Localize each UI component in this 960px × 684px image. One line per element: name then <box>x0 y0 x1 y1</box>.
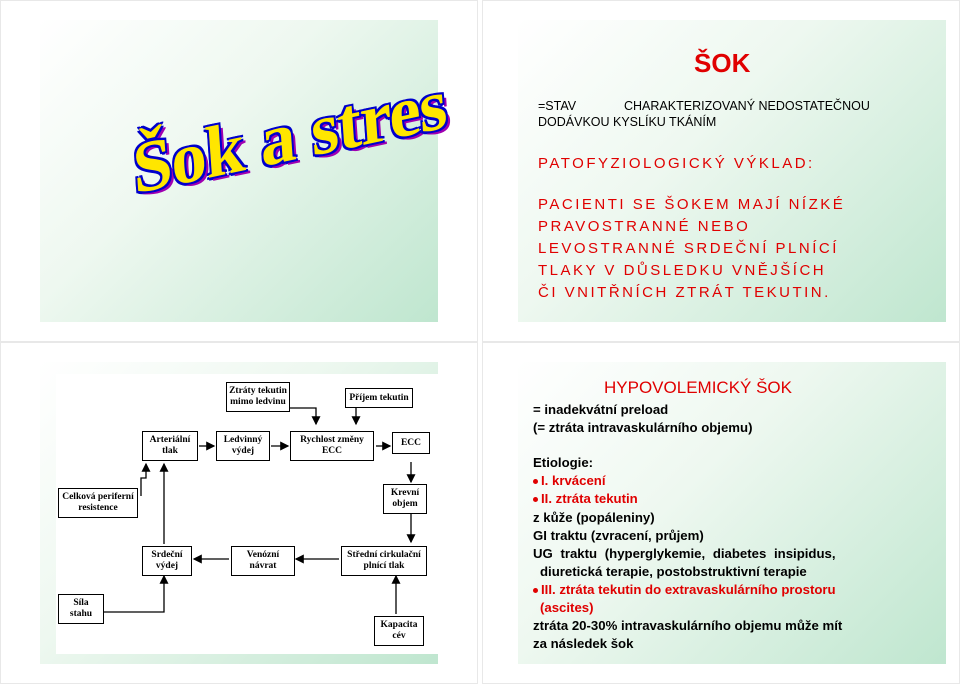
definition-text-2: DODÁVKOU KYSLÍKU TKÁNÍM <box>538 115 717 129</box>
pathophysiology-line: TLAKY V DŮSLEDKU VNĚJŠÍCH <box>538 262 827 279</box>
etiology-heading: Etiologie: <box>533 455 594 470</box>
etiology-detail: UG traktu (hyperglykemie, diabetes insip… <box>533 546 836 561</box>
node-ecc: ECC <box>392 432 430 454</box>
diagram-connectors <box>104 405 416 614</box>
slide-1 <box>40 20 438 322</box>
edge-celkova-arterialni <box>140 462 151 496</box>
etiology-detail: diuretická terapie, postobstruktivní ter… <box>540 564 807 579</box>
conclusion-line: za následek šok <box>533 636 634 651</box>
etiology-detail: GI traktu (zvracení, průjem) <box>533 528 704 543</box>
pathophysiology-line: LEVOSTRANNÉ SRDEČNÍ PLNÍCÍ <box>538 240 839 257</box>
bullet-icon <box>533 479 538 485</box>
bullet-icon <box>533 588 538 594</box>
slide-2 <box>518 20 946 322</box>
bullet-icon <box>533 497 538 503</box>
slide-4 <box>518 362 946 664</box>
edge-prijem-rychlost <box>351 405 381 426</box>
edge-ztraty-rychlost <box>290 407 321 426</box>
pathophysiology-line: PRAVOSTRANNÉ NEBO <box>538 218 751 235</box>
etiology-item-2: II. ztráta tekutin <box>533 491 638 506</box>
conclusion-line: ztráta 20-30% intravaskulárního objemu m… <box>533 618 843 633</box>
pathophysiology-line: PATOFYZIOLOGICKÝ VÝKLAD: <box>538 155 815 172</box>
definition-line: (= ztráta intravaskulárního objemu) <box>533 420 753 435</box>
etiology-detail: z kůže (popáleniny) <box>533 510 655 525</box>
slide-4-title: HYPOVOLEMICKÝ ŠOK <box>604 378 792 397</box>
pathophysiology-line: ČI VNITŘNÍCH ZTRÁT TEKUTIN. <box>538 284 831 301</box>
etiology-detail-ascites: (ascites) <box>540 600 594 615</box>
definition-text: CHARAKTERIZOVANÝ NEDOSTATEČNOU <box>624 99 870 113</box>
definition-prefix: =STAV <box>538 99 577 113</box>
etiology-item-1: I. krvácení <box>533 473 606 488</box>
pathophysiology-line: PACIENTI SE ŠOKEM MAJÍ NÍZKÉ <box>538 196 846 213</box>
node-prijem-tekutin: Příjem tekutin <box>345 388 413 408</box>
slide-2-title: ŠOK <box>694 48 751 78</box>
definition-line: = inadekvátní preload <box>533 402 669 417</box>
etiology-item-3: III. ztráta tekutin do extravaskulárního… <box>533 582 836 597</box>
edge-sila-srdecni <box>104 574 169 613</box>
